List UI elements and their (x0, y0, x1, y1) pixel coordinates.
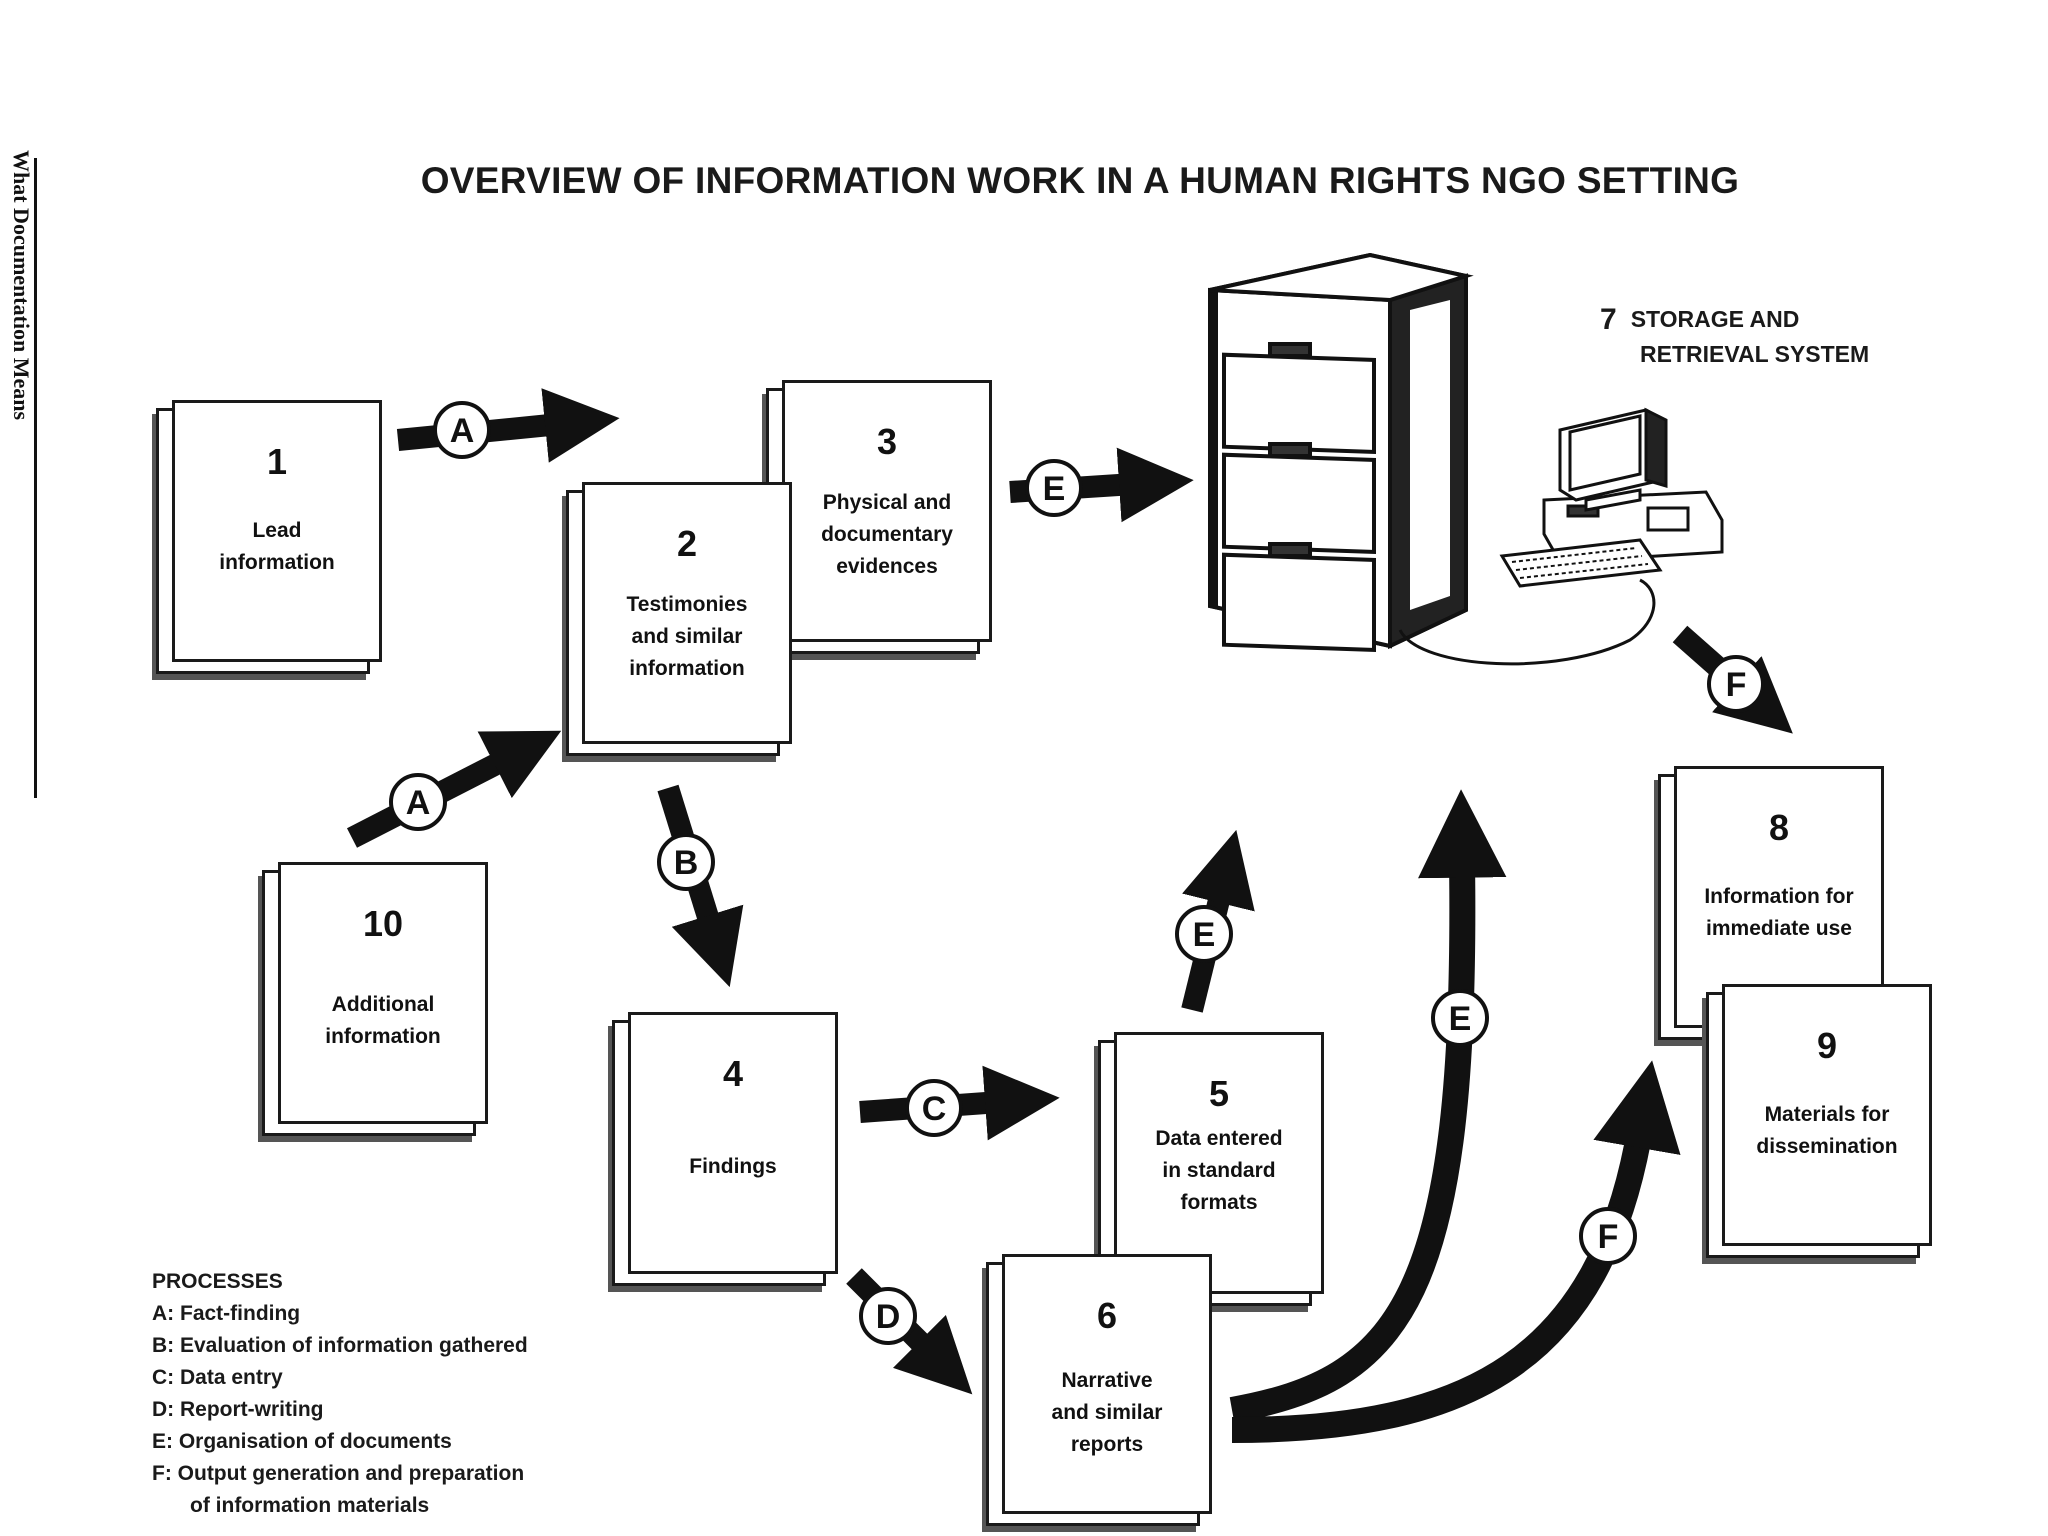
node-number: 1 (266, 441, 288, 482)
diagram-title: OVERVIEW OF INFORMATION WORK IN A HUMAN … (420, 160, 1740, 201)
page-margin: 4 What Documentation Means (0, 0, 60, 820)
svg-text:A: A (406, 784, 431, 822)
badge-a-2: A (389, 773, 447, 831)
svg-text:E: E (1193, 916, 1216, 954)
filing-cabinet-icon (1208, 252, 1474, 653)
node-label: Findings (689, 1155, 777, 1178)
svg-text:A: A (450, 412, 475, 450)
svg-text:F: F (1726, 666, 1747, 704)
svg-text:E: E (1449, 1000, 1472, 1038)
node-label: Materials for dissemination (1756, 1103, 1898, 1158)
node-2-testimonies: 2 Testimonies and similar information (582, 482, 792, 744)
node-label: Narrative and similar reports (1051, 1369, 1163, 1456)
node-label: Data entered in standard formats (1155, 1127, 1283, 1214)
legend-item: C: Data entry (152, 1366, 283, 1389)
storage-number: 7 (1600, 303, 1617, 336)
svg-text:D: D (876, 1298, 901, 1336)
svg-text:F: F (1598, 1218, 1619, 1256)
svg-text:C: C (922, 1090, 947, 1128)
legend-heading: PROCESSES (152, 1270, 283, 1293)
processes-legend: PROCESSES A: Fact-finding B: Evaluation … (152, 1266, 528, 1522)
badge-f-7: F (1707, 655, 1765, 713)
svg-text:B: B (674, 844, 699, 882)
node-10-additional-information: 10 Additional information (278, 862, 488, 1124)
node-label: Information for immediate use (1704, 885, 1854, 940)
legend-item: B: Evaluation of information gathered (152, 1334, 528, 1357)
node-label: Testimonies and similar information (626, 593, 748, 680)
node-label: Physical and documentary evidences (821, 491, 953, 578)
node-3-physical-evidences: 3 Physical and documentary evidences (782, 380, 992, 642)
legend-item: A: Fact-finding (152, 1302, 301, 1325)
node-number: 8 (1768, 807, 1790, 848)
node-number: 3 (876, 421, 898, 462)
node-5-data-entered: 5 Data entered in standard formats (1114, 1032, 1324, 1294)
cable (1398, 578, 1656, 666)
storage-line-2: RETRIEVAL SYSTEM (1640, 341, 1870, 367)
legend-item: F: Output generation and preparation (152, 1462, 525, 1485)
legend-item: E: Organisation of documents (152, 1430, 452, 1453)
svg-text:E: E (1043, 470, 1066, 508)
node-number: 4 (722, 1053, 744, 1094)
badge-a-1: A (433, 401, 491, 459)
badge-e-6: E (1431, 989, 1489, 1047)
node-label: Lead information (219, 519, 335, 574)
badge-f-6: F (1579, 1207, 1637, 1265)
node-1-lead-information: 1 Lead information (172, 400, 382, 662)
badge-d: D (859, 1287, 917, 1345)
badge-e-5: E (1175, 905, 1233, 963)
badge-c: C (905, 1079, 963, 1137)
badge-b: B (657, 833, 715, 891)
node-number: 9 (1816, 1025, 1838, 1066)
node-number: 2 (676, 523, 698, 564)
legend-item: D: Report-writing (152, 1398, 324, 1421)
legend-item-continuation: of information materials (190, 1494, 430, 1517)
node-number: 10 (362, 903, 404, 944)
node-9-dissemination: 9 Materials for dissemination (1722, 984, 1932, 1246)
badge-e-3: E (1025, 459, 1083, 517)
node-number: 5 (1208, 1073, 1230, 1114)
node-label: Additional information (325, 993, 441, 1048)
node-4-findings: 4 Findings (628, 1012, 838, 1274)
storage-label: 7 STORAGE AND RETRIEVAL SYSTEM (1600, 302, 1869, 371)
computer-icon (1499, 407, 1724, 588)
margin-rule (34, 158, 37, 798)
storage-line-1: STORAGE AND (1630, 306, 1800, 332)
node-number: 6 (1096, 1295, 1118, 1336)
node-6-narrative-reports: 6 Narrative and similar reports (1002, 1254, 1212, 1514)
